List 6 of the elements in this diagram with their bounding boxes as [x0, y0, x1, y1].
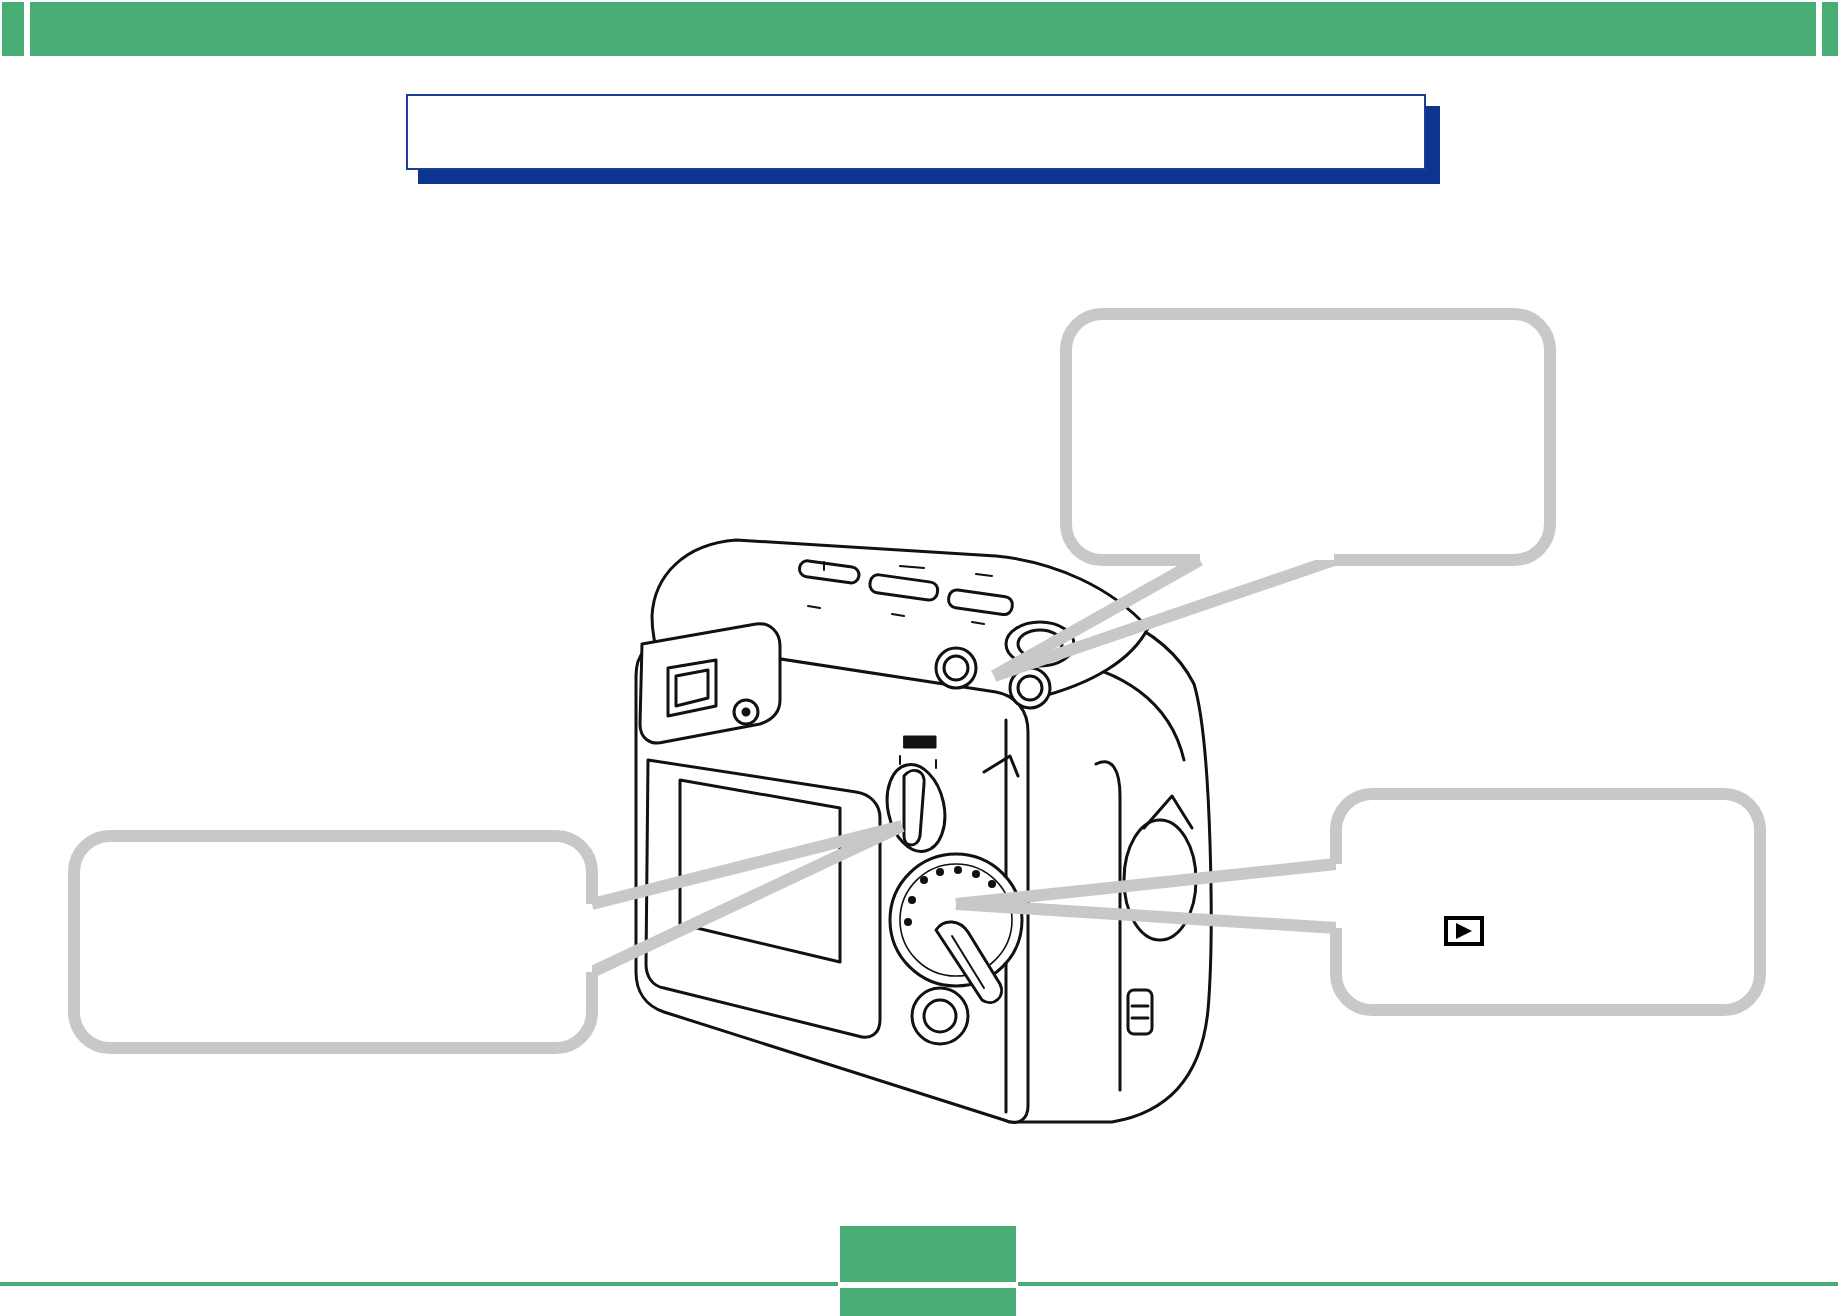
callout-bubble [1060, 308, 1556, 566]
leader-line [988, 554, 1340, 682]
leader-line [586, 820, 908, 978]
leader-line [950, 858, 1342, 934]
callout-bubble [68, 830, 598, 1054]
callout-bubble [1330, 788, 1766, 1016]
